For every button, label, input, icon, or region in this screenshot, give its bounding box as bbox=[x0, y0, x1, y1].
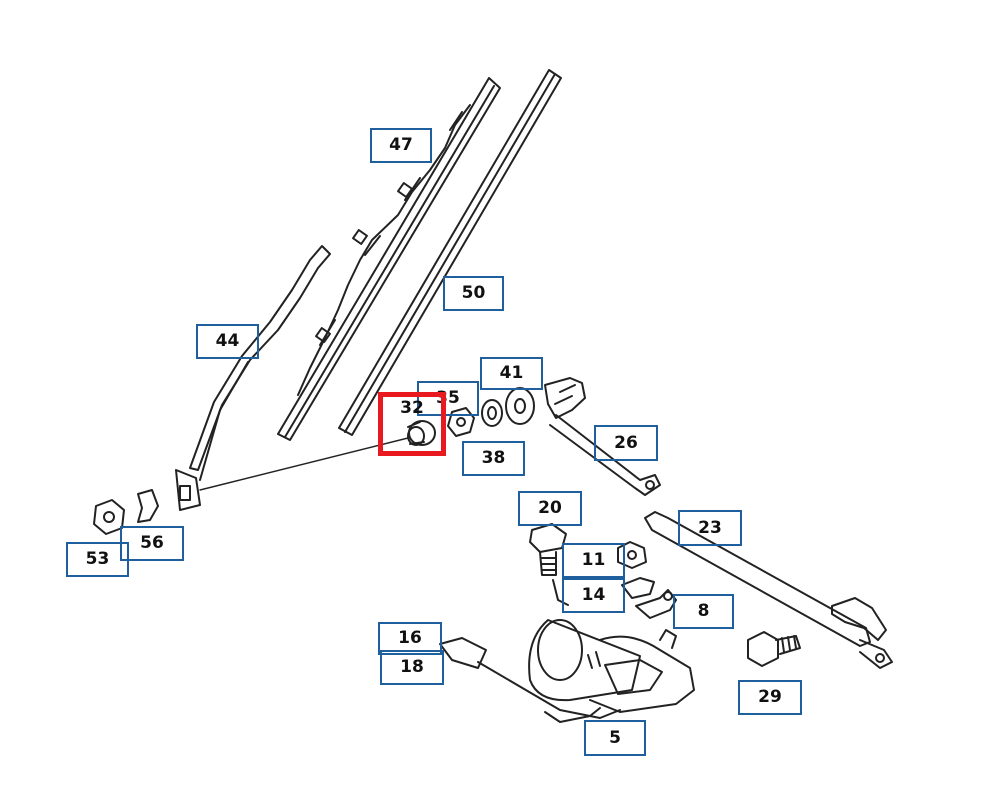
callout-50[interactable]: 50 bbox=[443, 276, 504, 311]
part-50-blade-insert bbox=[338, 69, 562, 436]
callout-47[interactable]: 47 bbox=[370, 128, 432, 163]
part-32-cap bbox=[407, 420, 436, 446]
part-29-bolt bbox=[747, 631, 801, 667]
part-44-wiper-arm bbox=[175, 245, 331, 511]
part-5-wiper-motor bbox=[528, 619, 695, 723]
part-38-washer bbox=[481, 399, 503, 427]
callout-20[interactable]: 20 bbox=[518, 491, 582, 526]
callout-18[interactable]: 18 bbox=[380, 650, 444, 685]
callout-56[interactable]: 56 bbox=[120, 526, 184, 561]
part-8-bracket bbox=[635, 589, 677, 619]
part-11-nut bbox=[617, 541, 647, 569]
part-26-linkage bbox=[544, 377, 661, 496]
part-47-wiper-blade bbox=[277, 77, 501, 441]
callout-44[interactable]: 44 bbox=[196, 324, 259, 359]
callout-14[interactable]: 14 bbox=[562, 578, 625, 613]
callout-23[interactable]: 23 bbox=[678, 510, 742, 546]
part-41-washer bbox=[505, 387, 535, 425]
callout-32-selected[interactable]: 32 bbox=[378, 392, 446, 456]
callout-29[interactable]: 29 bbox=[738, 680, 802, 715]
part-16-connector bbox=[439, 637, 621, 719]
callout-8[interactable]: 8 bbox=[673, 594, 734, 629]
callout-11[interactable]: 11 bbox=[562, 543, 625, 578]
part-53-hex-nut bbox=[93, 499, 125, 535]
callout-38[interactable]: 38 bbox=[462, 441, 525, 476]
callout-5[interactable]: 5 bbox=[584, 720, 646, 756]
callout-41[interactable]: 41 bbox=[480, 357, 543, 390]
part-56-spacer bbox=[137, 489, 159, 523]
callout-16[interactable]: 16 bbox=[378, 622, 442, 655]
part-14-clip bbox=[621, 577, 655, 599]
callout-26[interactable]: 26 bbox=[594, 425, 658, 461]
